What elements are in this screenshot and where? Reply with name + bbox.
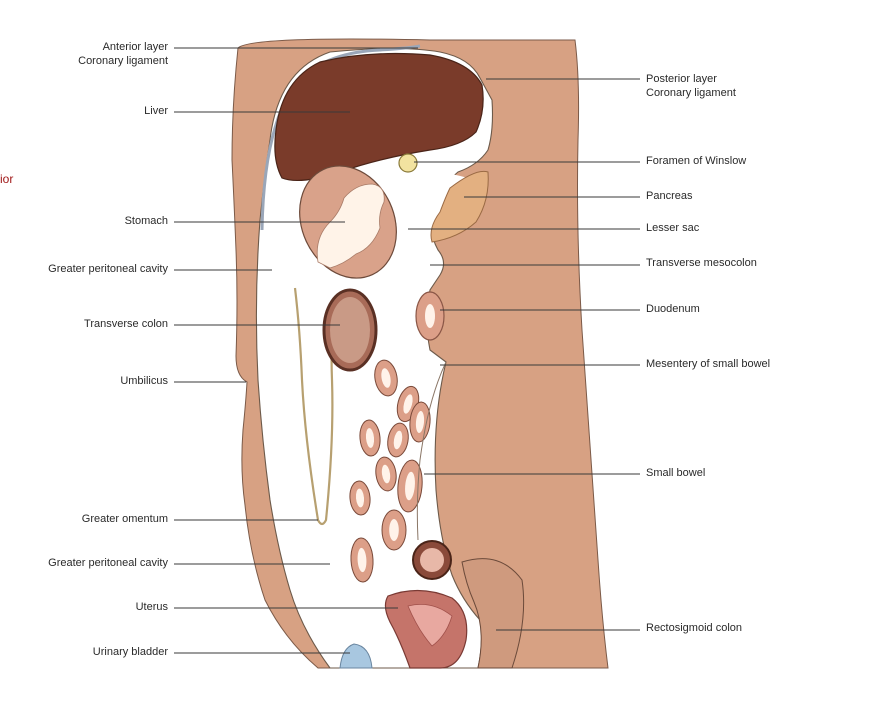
label-rectosigmoid-colon: Rectosigmoid colon: [646, 622, 742, 634]
label-pancreas: Pancreas: [646, 190, 693, 202]
small-bowel-lumen: [357, 547, 367, 573]
small-bowel-lumen: [389, 519, 399, 541]
small-bowel-lumen: [381, 464, 391, 484]
label-duodenum-line: Duodenum: [646, 303, 700, 315]
label-mesentery-small-bowel: Mesentery of small bowel: [646, 358, 770, 370]
label-greater-cavity-upper: Greater peritoneal cavity: [48, 263, 168, 275]
label-greater-cavity-lower: Greater peritoneal cavity: [48, 557, 168, 569]
label-greater-cavity-upper-line: Greater peritoneal cavity: [48, 263, 168, 275]
label-umbilicus: Umbilicus: [120, 375, 168, 387]
label-transverse-mesocolon-line: Transverse mesocolon: [646, 257, 757, 269]
label-foramen-winslow-line: Foramen of Winslow: [646, 155, 746, 167]
greater-omentum-membrane: [293, 287, 340, 526]
label-urinary-bladder-line: Urinary bladder: [93, 646, 169, 658]
mesentery-of-small-bowel: [416, 361, 447, 541]
small-bowel-lumen: [381, 368, 391, 388]
label-anterior-coronary-line: Anterior layer: [103, 41, 169, 53]
label-stomach-line: Stomach: [125, 215, 168, 227]
uterine-cavity: [407, 603, 453, 647]
urinary-bladder: [339, 643, 373, 669]
small-bowel-lumen: [393, 430, 403, 450]
label-duodenum: Duodenum: [646, 303, 700, 315]
label-greater-omentum-line: Greater omentum: [82, 513, 168, 525]
label-transverse-colon-line: Transverse colon: [84, 318, 168, 330]
small-bowel-lumen: [365, 428, 375, 448]
cropped-label-fragment: ior: [0, 172, 14, 186]
small-bowel-lumen: [403, 394, 413, 414]
label-lesser-sac: Lesser sac: [646, 222, 700, 234]
stomach-lumen: [316, 183, 385, 269]
leader-lines: [174, 47, 640, 654]
label-stomach: Stomach: [125, 215, 168, 227]
small-bowel-lumen: [415, 411, 425, 433]
label-greater-cavity-lower-line: Greater peritoneal cavity: [48, 557, 168, 569]
foramen-of-winslow: [398, 153, 418, 173]
label-greater-omentum: Greater omentum: [82, 513, 168, 525]
label-transverse-colon: Transverse colon: [84, 318, 168, 330]
label-posterior-coronary-line: Coronary ligament: [646, 87, 736, 99]
duodenum-lumen: [425, 304, 435, 328]
label-foramen-winslow: Foramen of Winslow: [646, 155, 746, 167]
label-transverse-mesocolon: Transverse mesocolon: [646, 257, 757, 269]
label-anterior-coronary-line: Coronary ligament: [78, 55, 168, 67]
label-pancreas-line: Pancreas: [646, 190, 693, 202]
small-bowel-lumen: [405, 471, 415, 501]
liver: [274, 52, 484, 182]
label-uterus-line: Uterus: [136, 601, 169, 613]
rectosigmoid-lumen: [420, 548, 444, 572]
label-umbilicus-line: Umbilicus: [120, 375, 168, 387]
label-small-bowel: Small bowel: [646, 467, 705, 479]
label-uterus: Uterus: [136, 601, 169, 613]
label-small-bowel-line: Small bowel: [646, 467, 705, 479]
label-urinary-bladder: Urinary bladder: [93, 646, 169, 658]
small-bowel-loops: [349, 304, 435, 583]
label-mesentery-small-bowel-line: Mesentery of small bowel: [646, 358, 770, 370]
label-lesser-sac-line: Lesser sac: [646, 222, 700, 234]
label-rectosigmoid-colon-line: Rectosigmoid colon: [646, 622, 742, 634]
label-liver-line: Liver: [144, 105, 168, 117]
transverse-colon-lumen: [330, 297, 370, 363]
rectosigmoid-region: [461, 558, 525, 669]
label-posterior-coronary-line: Posterior layer: [646, 73, 717, 85]
small-bowel-lumen: [355, 488, 365, 508]
pancreas: [430, 170, 489, 243]
label-liver: Liver: [144, 105, 168, 117]
